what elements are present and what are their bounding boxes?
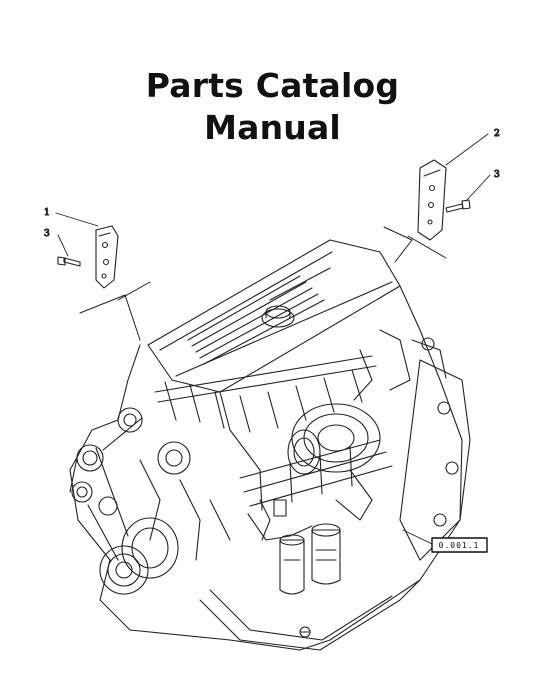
engine-block <box>69 239 471 651</box>
document-title-line2: Manual <box>204 108 341 147</box>
callout-1: 1 <box>44 208 50 218</box>
callout-2: 2 <box>494 129 500 139</box>
left-bracket-detail <box>55 212 151 341</box>
reference-code-box <box>431 537 488 553</box>
callout-3-left: 3 <box>44 229 50 239</box>
right-bracket-detail <box>383 133 491 263</box>
callout-3-right: 3 <box>494 170 500 180</box>
reference-code: 0.001.1 <box>439 541 480 550</box>
document-title-line1: Parts Catalog <box>145 66 400 105</box>
